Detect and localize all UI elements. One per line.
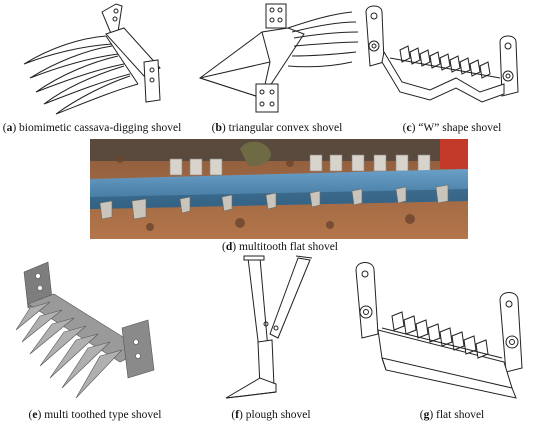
panel-b-illustration	[192, 2, 362, 120]
panel-c-caption: (c) “W” shape shovel	[402, 122, 502, 134]
panel-d-letter: d	[225, 241, 233, 253]
panel-b-caption-text: triangular convex shovel	[228, 122, 343, 134]
panel-a-letter: a	[6, 122, 13, 134]
panel-e-caption-text: multi toothed type shovel	[44, 409, 162, 421]
panel-c-letter: c	[406, 122, 412, 134]
panel-g-caption-text: flat shovel	[436, 409, 485, 421]
panel-b-letter: b	[215, 122, 222, 134]
panel-e-illustration	[4, 258, 184, 408]
panel-g-illustration	[352, 258, 548, 406]
panel-a-caption-text: biomimetic cassava-digging shovel	[19, 122, 182, 134]
panel-e-caption: (e) multi toothed type shovel	[28, 409, 162, 421]
panel-b-caption: (b) triangular convex shovel	[211, 122, 343, 134]
panel-d-caption-text: multitooth flat shovel	[238, 241, 338, 253]
panel-e-letter: e	[32, 409, 38, 421]
panel-c-caption-text: “W” shape shovel	[418, 122, 502, 134]
panel-a-illustration	[20, 2, 180, 120]
panel-f-letter: f	[235, 409, 240, 421]
panel-d-caption: (d) multitooth flat shovel	[222, 241, 338, 253]
panel-d-photo	[90, 139, 468, 239]
panel-f-caption-text: plough shovel	[245, 409, 311, 421]
panel-f-illustration	[220, 252, 340, 408]
panel-g-caption: (g) flat shovel	[419, 409, 485, 421]
panel-a-caption: (a) biomimetic cassava-digging shovel	[2, 122, 182, 134]
panel-g-letter: g	[423, 409, 430, 421]
panel-c-illustration	[360, 2, 540, 120]
panel-f-caption: (f) plough shovel	[231, 409, 311, 421]
